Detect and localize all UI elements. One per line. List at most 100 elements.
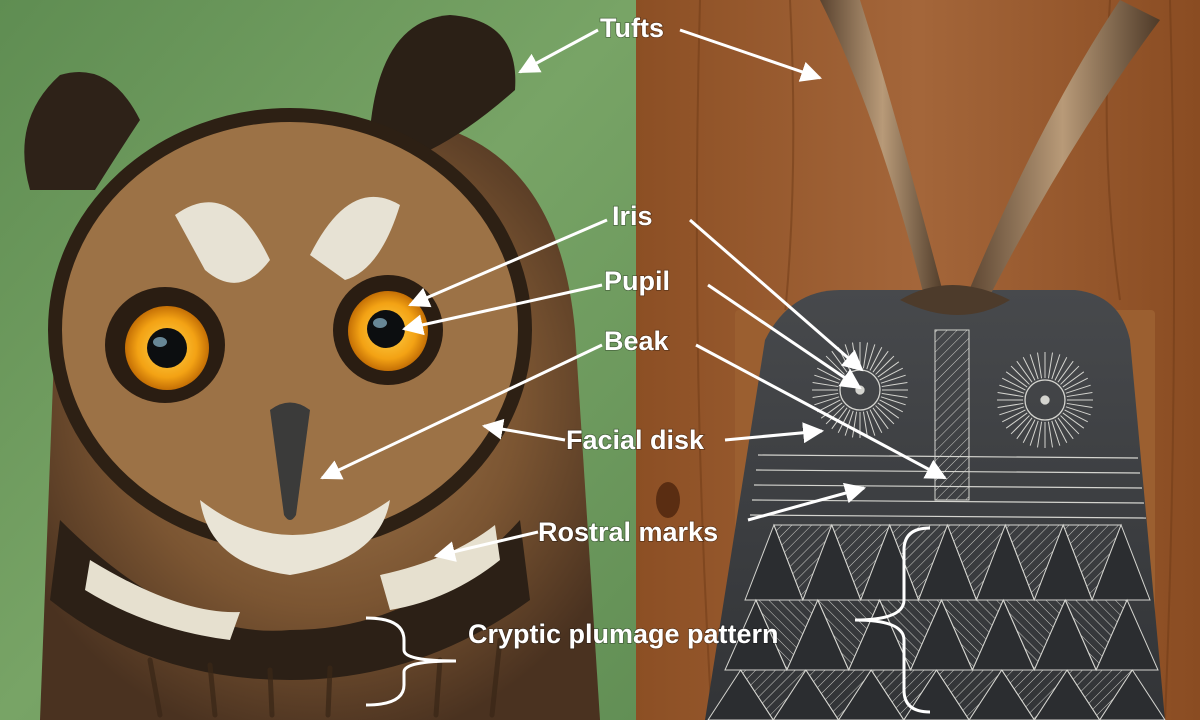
eye-ray bbox=[814, 396, 840, 406]
owl-photo-panel bbox=[0, 0, 636, 720]
owl-collar bbox=[50, 520, 530, 680]
tufts-arrow-left bbox=[518, 28, 599, 74]
label-facial-disk: Facial disk bbox=[566, 425, 705, 455]
eye-ray bbox=[1016, 360, 1033, 383]
left-feather bbox=[820, 0, 945, 300]
eye-ray bbox=[1002, 409, 1026, 423]
label-iris: Iris bbox=[612, 201, 653, 231]
eye-ray bbox=[862, 411, 869, 438]
wood-knot bbox=[656, 482, 680, 518]
eye-ray bbox=[1065, 384, 1091, 394]
owl-beak bbox=[270, 402, 310, 520]
beak-arrow-left bbox=[320, 343, 603, 480]
owl-left-pupil bbox=[147, 328, 187, 368]
eye-ray bbox=[1051, 420, 1061, 446]
feather-base bbox=[900, 285, 1010, 315]
eye-ray bbox=[851, 411, 858, 438]
eye-ray bbox=[881, 392, 908, 399]
eye-ray bbox=[1057, 417, 1074, 440]
eye-ray bbox=[997, 402, 1024, 409]
owl-left-tuft bbox=[24, 72, 140, 190]
owl-chest-streaks bbox=[147, 637, 503, 718]
eye-ray bbox=[1054, 419, 1068, 443]
tufts-arrow-right bbox=[679, 28, 822, 82]
eye-ray bbox=[817, 367, 841, 381]
label-cryptic-plumage: Cryptic plumage pattern bbox=[468, 619, 779, 649]
eye-ray bbox=[880, 396, 906, 406]
eye-ray bbox=[1060, 415, 1080, 435]
eye-ray bbox=[1047, 352, 1054, 379]
owl-right-eye-highlight bbox=[373, 318, 387, 328]
owl-left-collar-white bbox=[85, 560, 240, 640]
right-brace bbox=[854, 526, 931, 714]
eye-ray bbox=[1051, 354, 1061, 380]
eye-ray bbox=[1029, 420, 1039, 446]
eye-ray bbox=[1054, 357, 1068, 381]
slate-right-eye-engraving bbox=[1024, 379, 1066, 421]
rostral-arrow-left bbox=[433, 530, 539, 562]
pointer-lines bbox=[320, 28, 947, 562]
eye-ray bbox=[1010, 415, 1030, 435]
eye-ray bbox=[1066, 402, 1093, 409]
eye-ray bbox=[1062, 371, 1085, 388]
eye-ray bbox=[862, 342, 869, 369]
slate-triangle bbox=[1099, 669, 1166, 720]
eye-ray bbox=[820, 402, 843, 419]
eye-ray bbox=[1065, 406, 1091, 416]
eye-ray bbox=[872, 350, 889, 373]
plumage-braces bbox=[365, 526, 931, 714]
beak-arrow-right bbox=[695, 343, 947, 480]
eye-ray bbox=[1064, 409, 1088, 423]
eye-ray bbox=[1005, 412, 1028, 429]
eye-ray bbox=[814, 374, 840, 384]
pupil-arrow-left bbox=[401, 283, 603, 336]
owl-left-brow bbox=[175, 202, 270, 283]
eye-ray bbox=[812, 381, 839, 388]
eye-ray bbox=[1010, 365, 1030, 385]
eye-ray bbox=[1002, 377, 1026, 391]
rostral-arrow-right bbox=[747, 482, 867, 522]
labels: Tufts Iris Pupil Beak Facial disk Rostra… bbox=[467, 12, 779, 650]
eye-ray bbox=[999, 406, 1025, 416]
eye-ray bbox=[1047, 421, 1054, 448]
label-tufts: Tufts bbox=[600, 13, 664, 43]
eye-ray bbox=[877, 361, 900, 378]
label-pupil: Pupil bbox=[604, 266, 670, 296]
eye-ray bbox=[866, 344, 876, 370]
eye-ray bbox=[844, 410, 854, 436]
eye-ray bbox=[1060, 365, 1080, 385]
eye-ray bbox=[1036, 421, 1043, 448]
slate-plaque-panel bbox=[636, 0, 1200, 720]
eye-ray bbox=[1016, 417, 1033, 440]
eye-ray bbox=[869, 409, 883, 433]
eye-ray bbox=[1062, 412, 1085, 429]
eye-ray bbox=[997, 391, 1024, 398]
eye-ray bbox=[880, 374, 906, 384]
eye-ray bbox=[1029, 354, 1039, 380]
eye-ray bbox=[1005, 371, 1028, 388]
owl-right-brow bbox=[310, 196, 400, 280]
left-brace bbox=[365, 616, 457, 707]
eye-ray bbox=[872, 407, 889, 430]
eye-ray bbox=[875, 405, 895, 425]
label-rostral-marks: Rostral marks bbox=[538, 517, 718, 547]
eye-ray bbox=[817, 399, 841, 413]
pupil-arrow-right bbox=[707, 283, 862, 390]
eye-ray bbox=[812, 392, 839, 399]
owl-left-eye-highlight bbox=[153, 337, 167, 347]
owl-right-tuft bbox=[370, 15, 516, 150]
owl-right-collar-white bbox=[380, 525, 500, 610]
eye-ray bbox=[1022, 419, 1036, 443]
facial-disk-arrow-right bbox=[724, 422, 825, 444]
owl-right-pupil bbox=[367, 310, 405, 348]
eye-ray bbox=[825, 405, 845, 425]
eye-ray bbox=[1064, 377, 1088, 391]
eye-ray bbox=[879, 399, 903, 413]
eye-ray bbox=[879, 367, 903, 381]
eye-ray bbox=[831, 407, 848, 430]
eye-ray bbox=[875, 355, 895, 375]
eye-ray bbox=[881, 381, 908, 388]
eye-ray bbox=[1036, 352, 1043, 379]
